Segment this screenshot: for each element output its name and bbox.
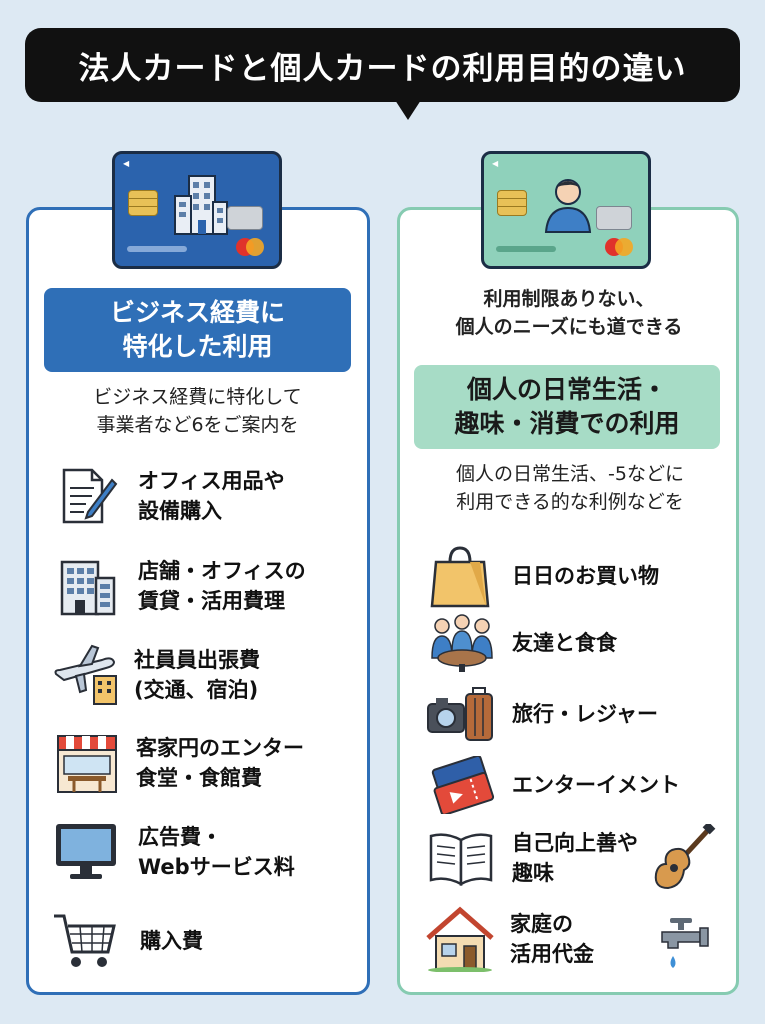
corporate-heading-line2: 特化した利用 [122, 332, 273, 361]
corporate-item: オフィス用品や 設備購入 [58, 466, 285, 526]
camera-suitcase-icon [427, 687, 493, 741]
tickets-icon [431, 756, 495, 814]
corporate-item-label: 購入費 [140, 929, 203, 953]
personal-intro-line2: 個人のニーズにも道できる [455, 316, 683, 338]
personal-description-line2: 利用できる的な利例などを [456, 491, 684, 513]
card-chip-icon [128, 190, 158, 216]
personal-heading-line2: 趣味・消費での利用 [454, 409, 680, 438]
card-number-bar [127, 246, 187, 252]
personal-item-label: 日日のお買い物 [512, 564, 659, 588]
corporate-item-label: 店舗・オフィスの [138, 559, 306, 583]
water-faucet-icon [661, 918, 709, 968]
personal-item-label: 自己向上善や [512, 831, 638, 855]
title-banner: 法人カードと個人カードの利用目的の違い [25, 28, 740, 120]
personal-heading-line1: 個人の日常生活・ [466, 375, 667, 404]
page-title: 法人カードと個人カードの利用目的の違い [78, 50, 687, 87]
personal-item-label: 趣味 [512, 861, 554, 885]
office-building-icon [60, 560, 116, 616]
corporate-item: 購入費 [52, 910, 203, 972]
corporate-heading-line1: ビジネス経費に [109, 298, 285, 327]
card-signature-strip [227, 206, 263, 230]
people-dining-icon [431, 614, 493, 672]
person-icon [544, 179, 592, 233]
corporate-description: ビジネス経費に特化して 事業者など6をご案内を [40, 383, 355, 439]
personal-item-label: 友達と食食 [512, 631, 617, 655]
personal-description: 個人の日常生活、-5などに 利用できる的な利例などを [405, 460, 735, 516]
corporate-description-line2: 事業者など6をご案内を [96, 414, 299, 436]
personal-item-label: エンターイメント [512, 773, 680, 797]
corporate-item: 店舗・オフィスの 賃貸・活用費理 [58, 556, 306, 616]
card-corner-icon: ◀ [123, 159, 130, 168]
corporate-item-label: 社員員出張費 [134, 648, 260, 672]
corporate-description-line1: ビジネス経費に特化して [93, 386, 302, 408]
corporate-item-label: 客家円のエンター [136, 736, 304, 760]
card-signature-strip [596, 206, 632, 230]
house-icon [426, 906, 494, 972]
personal-item: 旅行・レジャー [426, 684, 658, 744]
personal-item: 日日のお買い物 [430, 544, 659, 608]
personal-item-label: 家庭の [510, 912, 573, 936]
guitar-icon [654, 824, 716, 890]
personal-item: エンターイメント [428, 756, 680, 814]
corporate-item-label: 設備購入 [138, 499, 222, 523]
card-chip-icon [497, 190, 527, 216]
restaurant-icon [57, 735, 117, 793]
card-brand-logo [236, 238, 264, 256]
personal-item: 友達と食食 [428, 614, 617, 672]
corporate-item-label: Webサービス料 [138, 855, 295, 879]
personal-item: 自己向上善や 趣味 [428, 828, 638, 888]
card-corner-icon: ◀ [492, 159, 499, 168]
corporate-heading: ビジネス経費に 特化した利用 [44, 288, 351, 372]
office-building-icon [174, 175, 228, 235]
personal-intro-line1: 利用制限ありない、 [483, 288, 655, 310]
monitor-icon [56, 824, 116, 879]
card-brand-logo [605, 238, 633, 256]
personal-intro: 利用制限ありない、 個人のニーズにも道できる [400, 285, 738, 341]
corporate-item: 広告費・ Webサービス料 [54, 822, 295, 882]
corporate-item-label: オフィス用品や [138, 469, 285, 493]
corporate-item-label: (交通、宿泊) [134, 678, 259, 702]
airplane-hotel-icon [54, 644, 117, 705]
personal-item-label: 活用代金 [510, 942, 594, 966]
personal-item: 家庭の 活用代金 [426, 906, 594, 972]
corporate-item-label: 食堂・食館費 [136, 766, 262, 790]
corporate-item: 客家円のエンター 食堂・食館費 [54, 732, 304, 794]
shopping-bag-icon [430, 546, 490, 608]
corporate-credit-card-icon: ◀ [112, 151, 282, 269]
personal-item-label: 旅行・レジャー [512, 702, 658, 726]
corporate-item-label: 広告費・ [138, 825, 222, 849]
document-pen-icon [62, 468, 118, 524]
card-number-bar [496, 246, 556, 252]
corporate-item: 社員員出張費 (交通、宿泊) [52, 644, 260, 706]
personal-description-line1: 個人の日常生活、-5などに [456, 463, 684, 485]
personal-credit-card-icon: ◀ [481, 151, 651, 269]
corporate-item-label: 賃貸・活用費理 [138, 589, 285, 613]
personal-heading: 個人の日常生活・ 趣味・消費での利用 [414, 365, 720, 449]
open-book-icon [429, 833, 493, 886]
shopping-cart-icon [54, 914, 116, 967]
